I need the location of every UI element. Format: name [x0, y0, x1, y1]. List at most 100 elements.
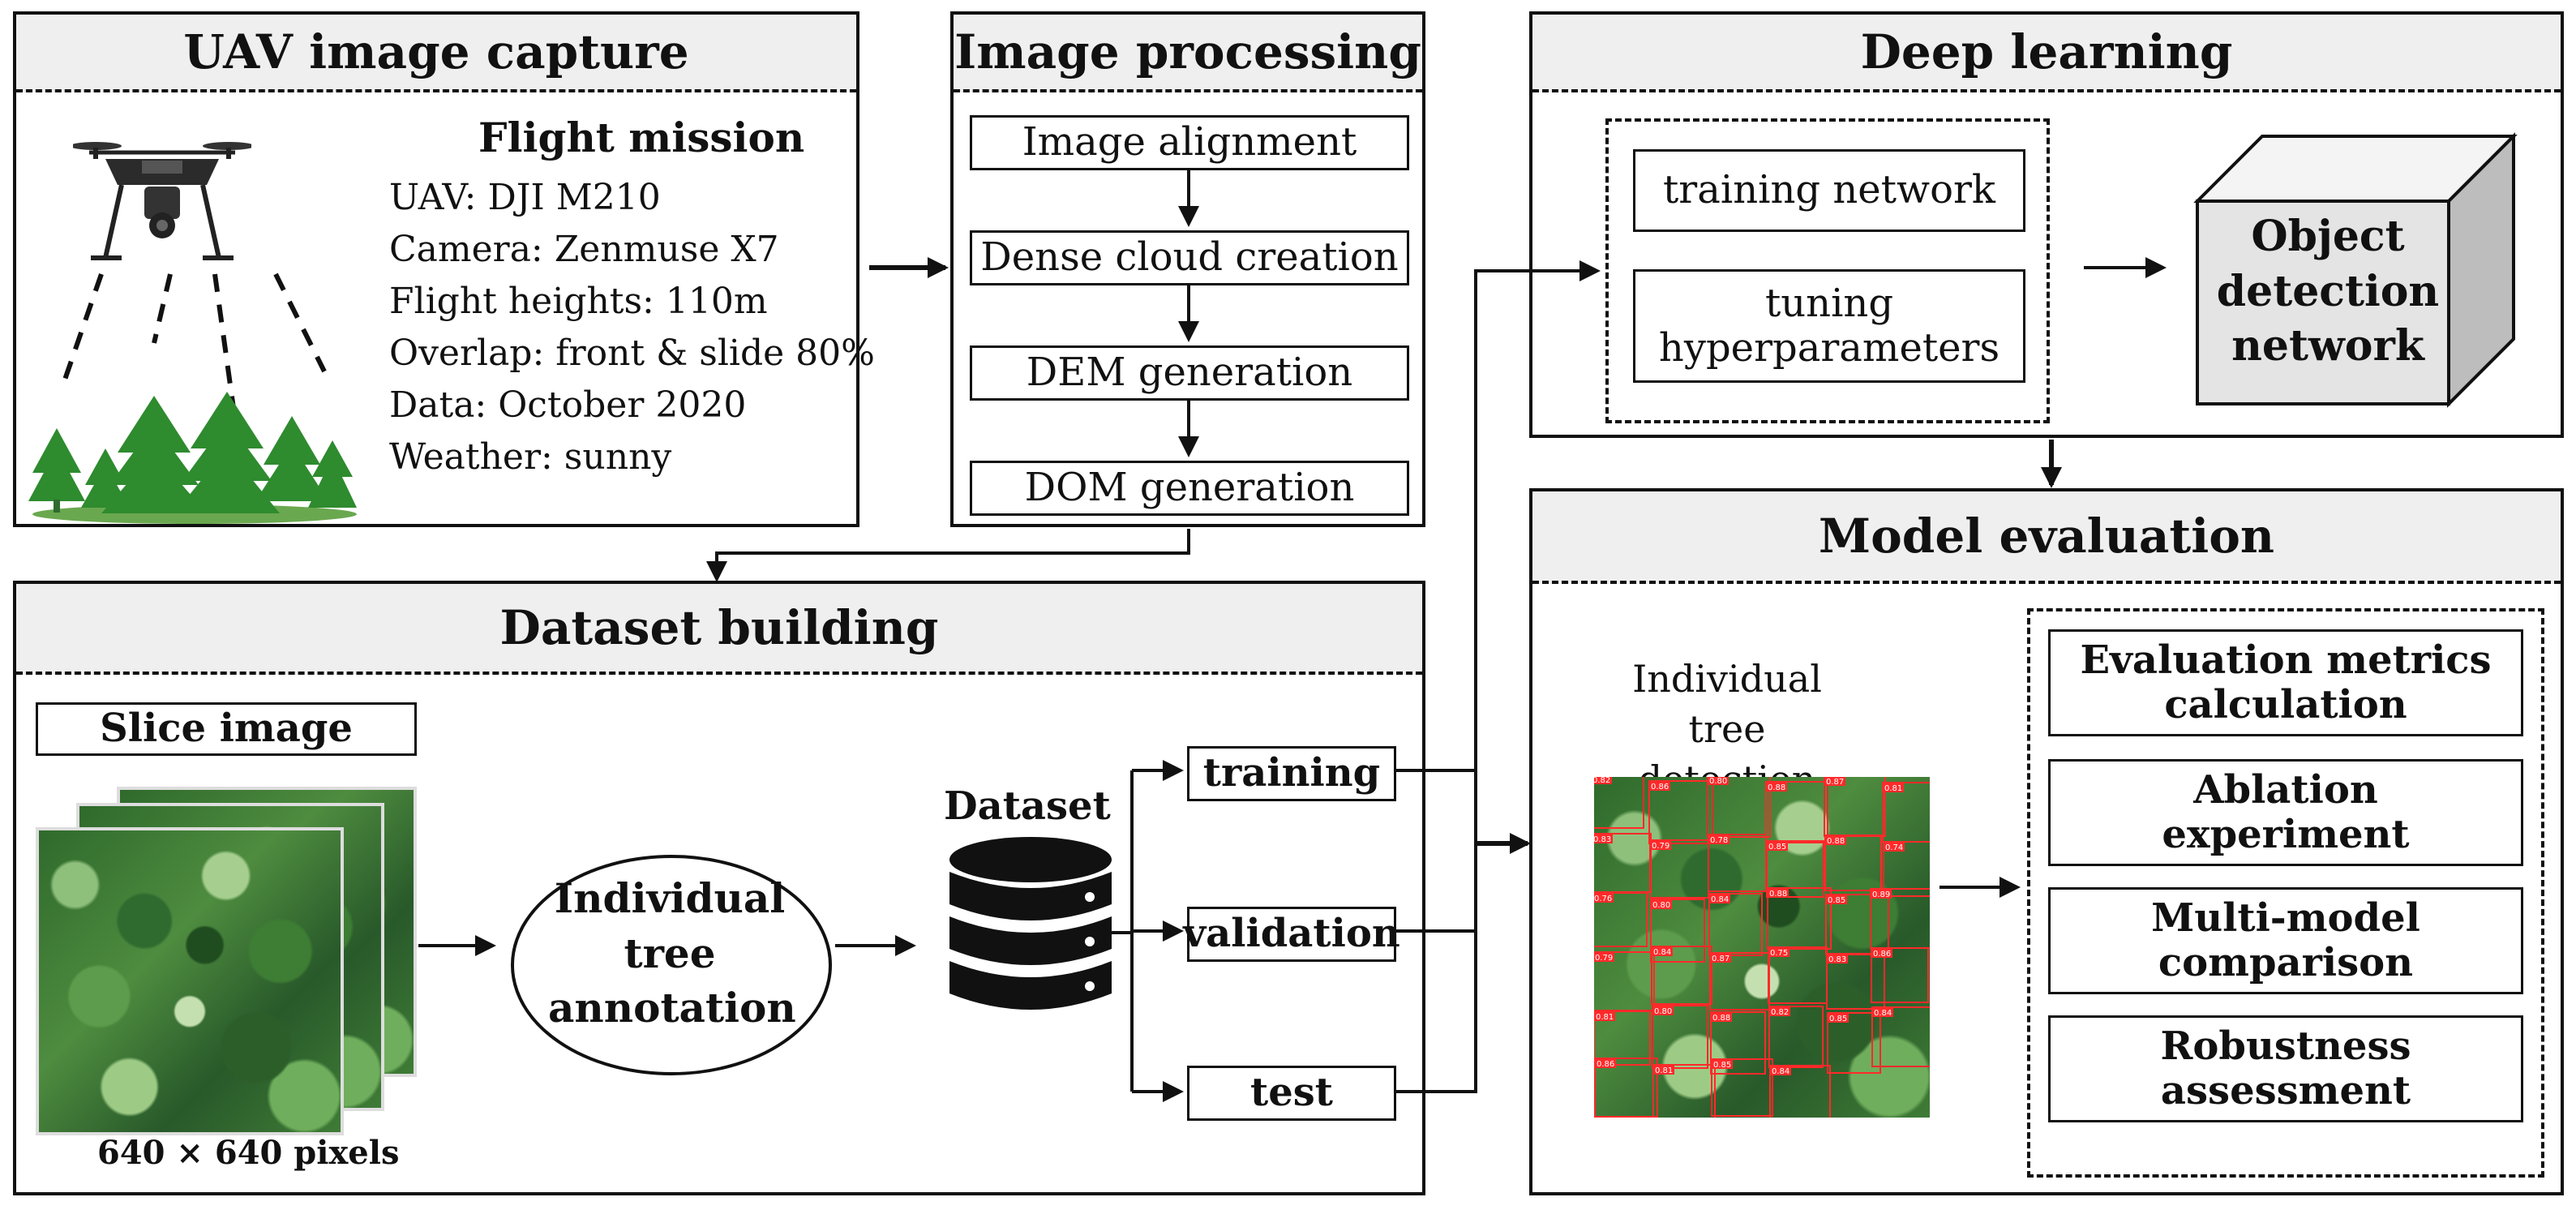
database-icon — [949, 837, 1112, 1010]
detection-box: 0.88 — [1710, 1011, 1766, 1075]
detection-score: 0.82 — [1771, 1008, 1789, 1017]
detection-box: 0.89 — [1870, 888, 1930, 949]
detection-score: 0.76 — [1594, 895, 1612, 903]
detection-box: 0.83 — [1826, 953, 1885, 1010]
detection-boxes: 0.82 0.86 0.80 0.88 0.87 0.81 0.83 0.79 0.78 0.85… — [1594, 777, 1930, 1118]
detection-box: 0.84 — [1651, 946, 1712, 1005]
detection-box: 0.85 — [1825, 894, 1889, 955]
detection-box: 0.81 — [1594, 1010, 1651, 1066]
dataset-building-title: Dataset building — [16, 584, 1422, 675]
detection-score: 0.85 — [1829, 1015, 1847, 1023]
detection-box: 0.85 — [1827, 1012, 1881, 1074]
training-group — [1605, 118, 2050, 423]
object-detection-network-label: Object detection network — [2216, 212, 2440, 371]
detection-box: 0.85 — [1766, 840, 1824, 898]
detection-score: 0.85 — [1713, 1061, 1731, 1070]
flight-mission-title: Flight mission — [478, 114, 805, 161]
detection-score: 0.75 — [1770, 949, 1788, 958]
eval-metrics-box: Evaluation metrics calculation — [2048, 629, 2523, 736]
mission-line-2: Camera: Zenmuse X7 — [389, 229, 779, 270]
detection-score: 0.81 — [1596, 1013, 1614, 1022]
detection-score: 0.85 — [1828, 896, 1845, 905]
detection-score: 0.80 — [1654, 1007, 1672, 1016]
detection-score: 0.86 — [1597, 1060, 1614, 1069]
detection-box: 0.88 — [1765, 781, 1828, 843]
detection-box: 0.86 — [1648, 780, 1713, 844]
multi-model-box: Multi-model comparison — [2048, 887, 2523, 994]
ablation-box: Ablation experiment — [2048, 759, 2523, 866]
detection-box: 0.79 — [1594, 951, 1655, 1011]
evaluation-group — [2027, 608, 2544, 1178]
model-evaluation-panel: Model evaluation Individual tree detecti… — [1529, 488, 2564, 1195]
image-processing-panel: Image processing Image alignment Dense c… — [950, 11, 1425, 527]
detection-score: 0.87 — [1712, 955, 1729, 963]
detection-score: 0.84 — [1874, 1009, 1892, 1018]
detection-box: 0.76 — [1594, 892, 1648, 947]
mission-line-4: Overlap: front & slide 80% — [389, 333, 875, 374]
detection-box: 0.84 — [1708, 893, 1763, 956]
detection-score: 0.83 — [1828, 955, 1846, 964]
mission-line-3: Flight heights: 110m — [389, 281, 768, 322]
detection-box: 0.87 — [1709, 952, 1770, 1010]
slice-image-stack — [36, 787, 425, 1135]
detection-box: 0.84 — [1769, 1065, 1831, 1118]
detection-score: 0.80 — [1709, 777, 1727, 786]
detection-score: 0.88 — [1769, 890, 1787, 899]
dataset-label: Dataset — [944, 783, 1111, 829]
detection-score: 0.86 — [1651, 783, 1669, 792]
detection-score: 0.81 — [1655, 1066, 1673, 1075]
detection-box: 0.81 — [1652, 1064, 1716, 1118]
annotation-label: Individual tree annotation — [548, 874, 796, 1032]
split-validation: validation — [1183, 907, 1400, 962]
detection-score: 0.79 — [1595, 954, 1613, 963]
detection-score: 0.78 — [1710, 836, 1728, 845]
detection-score: 0.88 — [1827, 837, 1845, 846]
detection-box: 0.80 — [1707, 777, 1771, 838]
detection-score: 0.80 — [1652, 901, 1670, 910]
robustness-box: Robustness assessment — [2048, 1015, 2523, 1122]
detection-score: 0.88 — [1712, 1014, 1730, 1023]
model-evaluation-title: Model evaluation — [1532, 491, 2561, 584]
mission-line-1: UAV: DJI M210 — [389, 177, 661, 218]
deep-learning-panel: Deep learning training network tuning hy… — [1529, 11, 2564, 438]
forest-icon — [28, 392, 357, 524]
detection-box: 0.82 — [1768, 1006, 1824, 1068]
detection-box: 0.87 — [1824, 777, 1886, 837]
aerial-image-front — [36, 827, 344, 1135]
detection-box: 0.84 — [1871, 1006, 1930, 1067]
detection-image: 0.82 0.86 0.80 0.88 0.87 0.81 0.83 0.79 0.78 0.85… — [1594, 777, 1930, 1118]
step-dem-generation: DEM generation — [970, 345, 1409, 401]
detection-score: 0.79 — [1652, 842, 1669, 851]
tuning-hyperparameters-box: tuning hyperparameters — [1633, 269, 2025, 383]
drone-icon — [73, 142, 251, 260]
image-processing-title: Image processing — [954, 15, 1422, 92]
detection-score: 0.88 — [1768, 783, 1785, 792]
mission-line-5: Data: October 2020 — [389, 384, 747, 426]
detection-box: 0.75 — [1768, 946, 1828, 1004]
detection-box: 0.78 — [1708, 834, 1767, 892]
detection-score: 0.82 — [1594, 777, 1610, 785]
detection-box: 0.88 — [1824, 835, 1882, 891]
detection-score: 0.74 — [1885, 843, 1903, 852]
scan-lines — [62, 272, 327, 421]
annotation-ellipse — [511, 855, 832, 1075]
detection-box: 0.79 — [1649, 839, 1709, 899]
detection-score: 0.83 — [1594, 835, 1611, 844]
detection-box: 0.82 — [1594, 777, 1644, 829]
step-dom-generation: DOM generation — [970, 461, 1409, 516]
detection-box: 0.85 — [1711, 1058, 1773, 1117]
detection-box: 0.88 — [1767, 887, 1832, 950]
training-network-box: training network — [1633, 149, 2025, 232]
detection-score: 0.84 — [1653, 948, 1671, 957]
detection-box: 0.80 — [1650, 899, 1705, 963]
detection-score: 0.85 — [1768, 843, 1786, 852]
uav-capture-title: UAV image capture — [16, 15, 856, 92]
slice-image-box: Slice image — [36, 702, 417, 756]
object-detection-network-cube — [2193, 132, 2518, 408]
detection-score: 0.84 — [1711, 895, 1729, 904]
detection-score: 0.87 — [1826, 778, 1844, 787]
detection-score: 0.84 — [1772, 1067, 1789, 1076]
detection-box: 0.83 — [1594, 833, 1652, 893]
detection-box: 0.80 — [1652, 1005, 1708, 1069]
detection-box: 0.86 — [1594, 1058, 1658, 1118]
